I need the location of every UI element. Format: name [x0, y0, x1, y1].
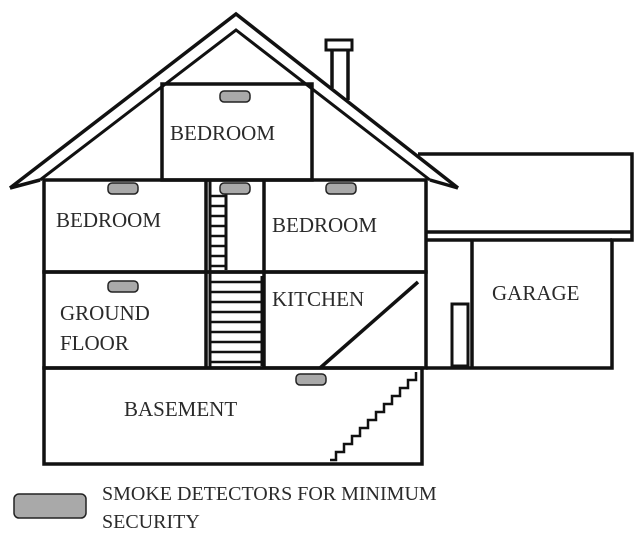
smoke-detector-icon	[325, 182, 357, 195]
house-walls	[42, 178, 428, 466]
room-label-ground-floor-line2: FLOOR	[60, 331, 129, 355]
room-label-attic-bedroom: BEDROOM	[170, 121, 275, 145]
room-label-kitchen: KITCHEN	[272, 287, 364, 311]
legend-smoke-detector-icon	[13, 493, 87, 519]
smoke-detector-icon	[107, 182, 139, 195]
room-label-ground-floor-line1: GROUND	[60, 301, 150, 325]
room-label-garage: GARAGE	[492, 281, 580, 305]
smoke-detector-icon	[219, 182, 251, 195]
legend-label-line2: SECURITY	[102, 511, 200, 533]
chimney	[324, 38, 354, 100]
staircase	[208, 180, 264, 368]
garage-door	[450, 302, 470, 368]
smoke-detector-icon	[107, 280, 139, 293]
garage	[418, 152, 634, 370]
smoke-detector-icon	[219, 90, 251, 103]
smoke-detector-icon	[295, 373, 327, 386]
smoke-detectors	[107, 90, 357, 386]
room-label-basement: BASEMENT	[124, 397, 237, 421]
roof	[8, 11, 460, 190]
room-label-left-bedroom: BEDROOM	[56, 208, 161, 232]
legend-label-line1: SMOKE DETECTORS FOR MINIMUM	[102, 483, 437, 505]
basement-stairs	[330, 372, 418, 462]
legend: SMOKE DETECTORS FOR MINIMUM SECURITY	[13, 483, 437, 533]
room-label-right-bedroom: BEDROOM	[272, 213, 377, 237]
